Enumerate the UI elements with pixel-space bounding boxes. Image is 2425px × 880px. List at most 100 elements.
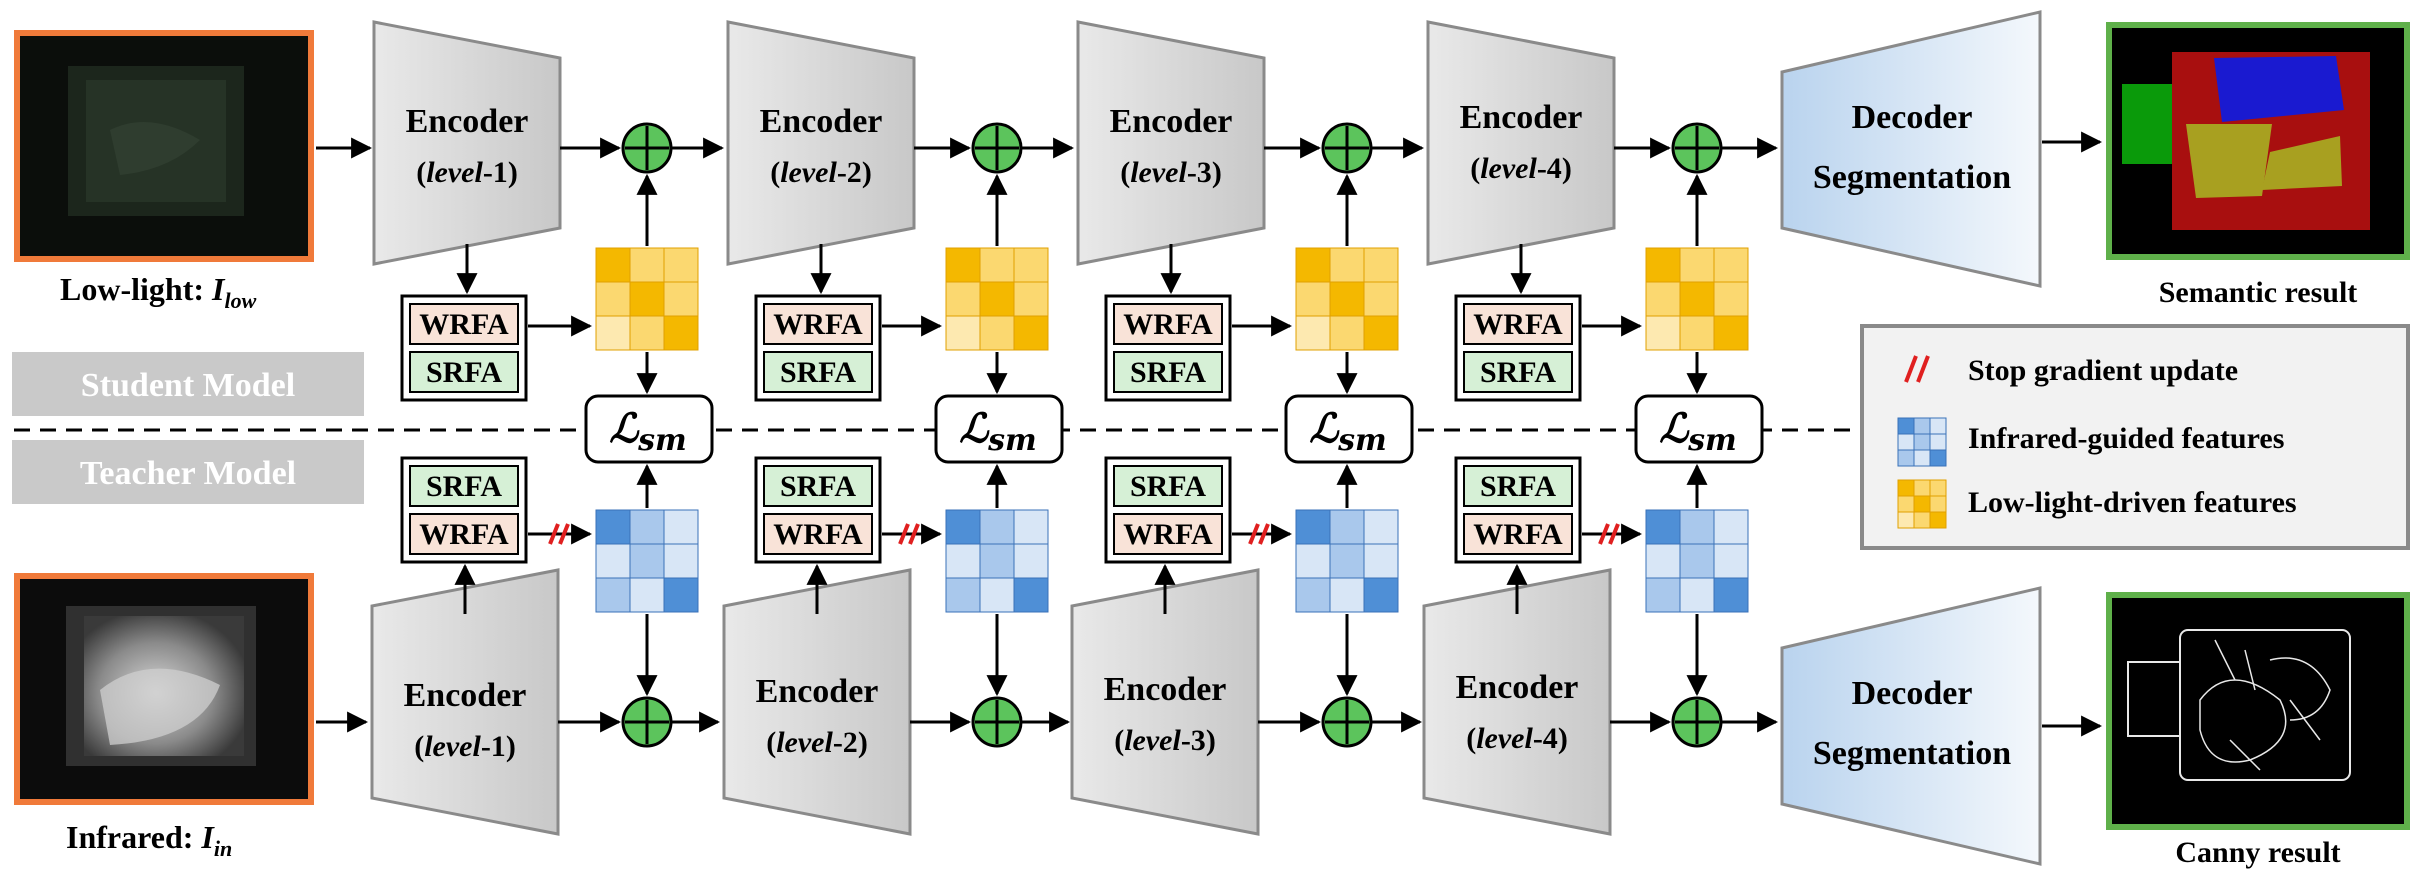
lowlight-feature-grid <box>1645 247 1749 351</box>
student-module-box: WRFA SRFA <box>400 294 528 402</box>
srfa-label: SRFA <box>1480 356 1556 389</box>
wrfa-label: WRFA <box>419 308 509 341</box>
student-encoder-4: Encoder (level-4) <box>1426 20 1616 266</box>
encoder-level: (level-2) <box>770 156 872 189</box>
wrfa-label: WRFA <box>773 308 863 341</box>
lowlight-feature-grid <box>595 247 699 351</box>
wrfa-label: WRFA <box>419 518 509 551</box>
encoder-level: (level-3) <box>1120 156 1222 189</box>
infrared-label: Infrared: Iin <box>66 819 232 861</box>
encoder-level: (level-4) <box>1466 722 1568 755</box>
lowlight-feature-grid <box>1295 247 1399 351</box>
encoder-title: Encoder <box>760 103 883 140</box>
low-light-label: Low-light: Ilow <box>60 271 257 313</box>
student-module-box: WRFA SRFA <box>1104 294 1232 402</box>
wrfa-label: WRFA <box>1123 308 1213 341</box>
loss-sm-box: ℒsm <box>934 394 1064 464</box>
srfa-label: SRFA <box>426 470 502 503</box>
encoder-title: Encoder <box>406 103 529 140</box>
level-2-blocks: WRFA SRFA SRFA WRFA <box>754 122 1075 748</box>
student-module-box: WRFA SRFA <box>1454 294 1582 402</box>
svg-text:ℒsm: ℒsm <box>959 405 1036 458</box>
wrfa-label: WRFA <box>773 518 863 551</box>
teacher-model-label: Teacher Model <box>12 440 364 504</box>
decoder-line2: Segmentation <box>1813 735 2011 772</box>
encoder-title: Encoder <box>1110 103 1233 140</box>
infrared-feature-grid <box>945 509 1049 613</box>
level-3-arrows <box>1154 137 1425 733</box>
level-3-blocks: WRFA SRFA SRFA WRFA <box>1104 122 1425 748</box>
low-light-input-image <box>14 30 314 262</box>
encoder-level: (level-1) <box>416 156 518 189</box>
loss-sm-box: ℒsm <box>1634 394 1764 464</box>
teacher-encoder-1: Encoder (level-1) <box>370 568 560 836</box>
student-encoder-1: Encoder (level-1) <box>372 20 562 266</box>
canny-result-image <box>2106 592 2410 830</box>
decoder-line2: Segmentation <box>1813 159 2011 196</box>
encoder-title: Encoder <box>1456 669 1579 706</box>
loss-sm-box: ℒsm <box>584 394 714 464</box>
lowlight-features-legend-icon <box>1897 479 1947 529</box>
legend-lowlight-features: Low-light-driven features <box>1968 486 2297 519</box>
decoder-line1: Decoder <box>1852 99 1973 136</box>
student-model-label: Student Model <box>12 352 364 416</box>
teacher-module-box: SRFA WRFA <box>1104 456 1232 564</box>
student-encoder-2: Encoder (level-2) <box>726 20 916 266</box>
svg-text:ℒsm: ℒsm <box>609 405 686 458</box>
srfa-label: SRFA <box>780 356 856 389</box>
encoder-level: (level-4) <box>1470 152 1572 185</box>
teacher-sum-node <box>1321 696 1373 748</box>
svg-text:Teacher Model: Teacher Model <box>80 455 296 492</box>
encoder-level: (level-1) <box>414 730 516 763</box>
level-2-arrows <box>806 137 1075 733</box>
encoder-title: Encoder <box>404 677 527 714</box>
student-sum-node <box>1671 122 1723 174</box>
encoder-level: (level-3) <box>1114 724 1216 757</box>
student-decoder: Decoder Segmentation <box>1780 10 2042 288</box>
infrared-feature-grid <box>1645 509 1749 613</box>
level-4-arrows <box>1506 137 1779 733</box>
semantic-result-image <box>2106 22 2410 260</box>
level-4-blocks: WRFA SRFA SRFA WRFA <box>1454 122 1779 748</box>
srfa-label: SRFA <box>426 356 502 389</box>
teacher-sum-node <box>971 696 1023 748</box>
wrfa-label: WRFA <box>1473 518 1563 551</box>
canny-result-label: Canny result <box>2175 836 2340 869</box>
semantic-result-label: Semantic result <box>2159 276 2358 309</box>
teacher-sum-node <box>621 696 673 748</box>
teacher-sum-node <box>1671 696 1723 748</box>
infrared-feature-grid <box>595 509 699 613</box>
svg-text:ℒsm: ℒsm <box>1659 405 1736 458</box>
encoder-title: Encoder <box>1460 99 1583 136</box>
infrared-input-image <box>14 573 314 805</box>
infrared-features-legend-icon <box>1897 417 1947 467</box>
encoder-title: Encoder <box>1104 671 1227 708</box>
srfa-label: SRFA <box>1130 356 1206 389</box>
loss-sm-box: ℒsm <box>1284 394 1414 464</box>
wrfa-label: WRFA <box>1473 308 1563 341</box>
student-encoder-3: Encoder (level-3) <box>1076 20 1266 266</box>
encoder-title: Encoder <box>756 673 879 710</box>
svg-text:ℒsm: ℒsm <box>1309 405 1386 458</box>
teacher-module-box: SRFA WRFA <box>400 456 528 564</box>
student-sum-node <box>1321 122 1373 174</box>
srfa-label: SRFA <box>780 470 856 503</box>
infrared-feature-grid <box>1295 509 1399 613</box>
decoder-line1: Decoder <box>1852 675 1973 712</box>
level-1-blocks: WRFA SRFA SRFA WRFA <box>400 122 725 748</box>
svg-text:Student Model: Student Model <box>81 367 295 404</box>
teacher-encoder-2: Encoder (level-2) <box>722 568 912 836</box>
lowlight-feature-grid <box>945 247 1049 351</box>
encoder-level: (level-2) <box>766 726 868 759</box>
legend: Stop gradient update Infrared-guided fea… <box>1860 324 2410 550</box>
legend-stop-gradient: Stop gradient update <box>1968 354 2238 387</box>
stop-gradient-legend-icon <box>1904 355 1930 383</box>
level-1-arrows <box>454 137 725 733</box>
student-module-box: WRFA SRFA <box>754 294 882 402</box>
wrfa-label: WRFA <box>1123 518 1213 551</box>
legend-infrared-features: Infrared-guided features <box>1968 422 2284 455</box>
srfa-label: SRFA <box>1480 470 1556 503</box>
teacher-decoder: Decoder Segmentation <box>1780 586 2042 866</box>
student-sum-node <box>621 122 673 174</box>
